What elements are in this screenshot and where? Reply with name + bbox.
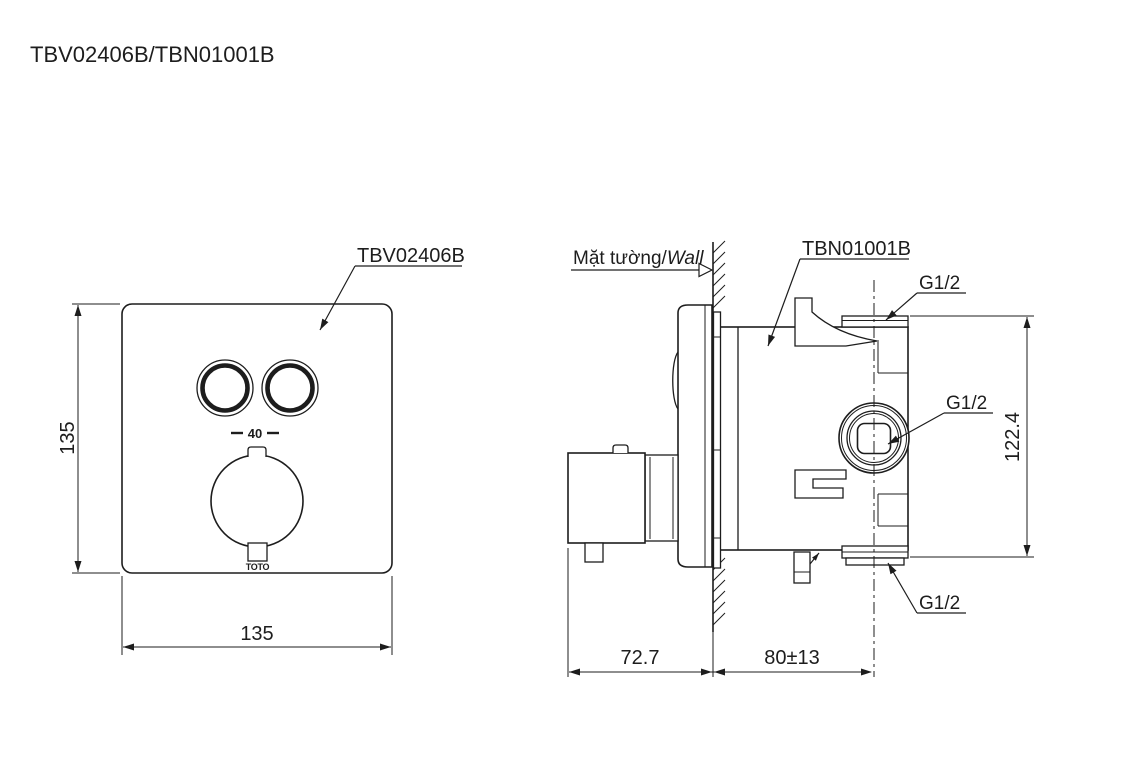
dim-arrow-up (1023, 317, 1031, 328)
front-dim-width: 135 (121, 576, 393, 655)
port-top-arrow (886, 310, 897, 320)
port-middle-label: G1/2 (946, 393, 987, 414)
front-part-callout: TBV02406B (319, 245, 465, 331)
wall-callout: Mặt tường/Wall (571, 248, 714, 278)
side-leader-arrow (768, 334, 776, 346)
dim-arrow-right (861, 668, 872, 676)
front-part-label: TBV02406B (357, 245, 465, 267)
port-bottom-label: G1/2 (919, 593, 960, 614)
side-dim-protrusion-value: 72.7 (621, 647, 660, 669)
port-middle-arrow (888, 435, 900, 444)
faceplate-outline (121, 303, 393, 574)
knob-top-tab (247, 446, 267, 457)
front-dim-width-value: 135 (240, 623, 273, 645)
escutcheon-outline (677, 304, 713, 568)
wall-label-en: Wall (667, 248, 704, 269)
toto-logo: TOTO (246, 562, 270, 572)
port-top-callout: G1/2 (885, 273, 966, 321)
temperature-marking: 40 (231, 426, 279, 441)
dim-arrow-down (74, 561, 82, 572)
wall-hatching-top (712, 240, 726, 309)
button-left (196, 359, 254, 417)
escutcheon-side (672, 304, 713, 568)
knob-side-top-tab (612, 444, 629, 453)
knob-body (567, 452, 646, 544)
front-leader-line (319, 265, 356, 331)
front-dim-height-value: 135 (57, 421, 79, 454)
dim-arrow-left (123, 643, 134, 651)
button-left-inner-ring (200, 363, 250, 413)
button-right-outer-ring (261, 359, 319, 417)
button-right-inner-ring (265, 363, 315, 413)
button-left-outer-ring (196, 359, 254, 417)
button-right (261, 359, 319, 417)
dim-arrow-down (1023, 545, 1031, 556)
mounting-clip-top (794, 297, 878, 347)
wall-strip (712, 311, 722, 569)
front-dim-height: 135 (57, 303, 120, 574)
port-top-flange (841, 315, 909, 328)
knob-bottom-tab (247, 542, 268, 562)
wall-arrowhead (698, 262, 714, 278)
side-part-label: TBN01001B (802, 238, 911, 260)
temperature-knob: TOTO (210, 446, 304, 572)
port-bottom-arrow (888, 563, 897, 575)
dim-arrow-right (701, 668, 712, 676)
front-view: 40 TOTO TBV02406B 135 (57, 245, 465, 655)
wall-label-vi: Mặt tường/ (573, 248, 668, 269)
side-view: Mặt tường/Wall TBN01001B G1/2 G1/2 (567, 238, 1034, 677)
drawing-title: TBV02406B/TBN01001B (30, 42, 275, 67)
side-dim-height: 122.4 (910, 315, 1034, 558)
mounting-clip-middle (794, 469, 847, 499)
port-middle-callout: G1/2 (887, 393, 993, 445)
wall-label: Mặt tường/Wall (573, 248, 704, 269)
side-dim-wall-depth-value: 80±13 (764, 647, 819, 669)
side-dim-height-value: 122.4 (1002, 412, 1024, 462)
dim-arrow-left (569, 668, 580, 676)
dim-arrow-right (380, 643, 391, 651)
front-leader-arrow (320, 318, 329, 330)
port-bottom-cap (845, 557, 905, 566)
port-top-label: G1/2 (919, 273, 960, 294)
knob-circle (210, 454, 304, 548)
knob-side-bottom-tab (584, 542, 604, 563)
dim-arrow-left (714, 668, 725, 676)
valve-body (712, 297, 910, 584)
escutcheon-bump (672, 351, 679, 410)
side-part-callout: TBN01001B (767, 238, 911, 347)
mounting-clip-bottom (793, 551, 820, 584)
dim-arrow-up (74, 305, 82, 316)
temp-value: 40 (248, 426, 262, 441)
side-leader-line (767, 258, 801, 347)
side-dim-depths: 72.7 80±13 (567, 548, 872, 677)
knob-side (567, 444, 679, 563)
port-bottom-callout: G1/2 (887, 562, 966, 614)
